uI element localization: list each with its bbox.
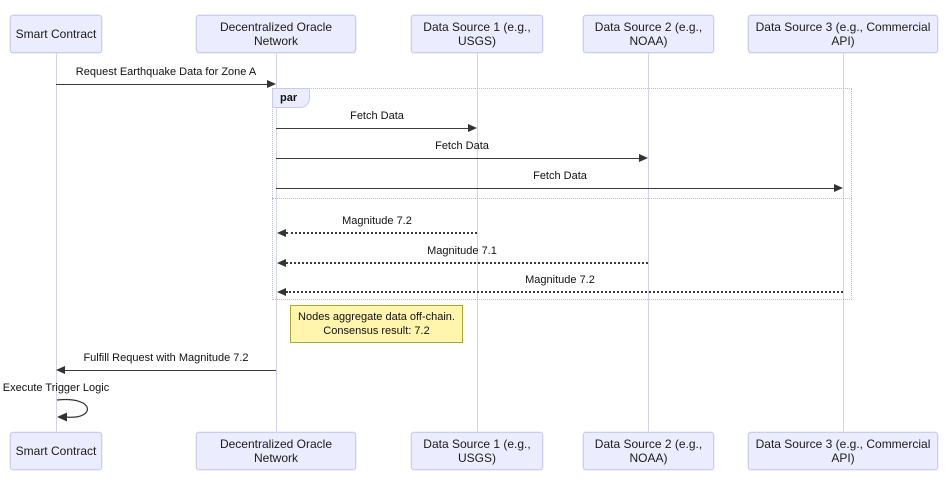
note-line-2: Consensus result: 7.2: [323, 325, 430, 337]
lifeline-data-source-2: [648, 53, 649, 433]
message-arrow-fetch-1: [276, 128, 469, 129]
par-label: par: [272, 88, 310, 108]
arrowhead-icon: [267, 80, 276, 88]
arrowhead-icon: [834, 184, 843, 192]
participant-bottom-data-source-2: Data Source 2 (e.g., NOAA): [583, 432, 714, 470]
par-frame: [272, 88, 852, 300]
message-arrow-fetch-2: [276, 158, 640, 159]
message-label-fetch-3: Fetch Data: [533, 170, 587, 182]
message-label-fulfill: Fulfill Request with Magnitude 7.2: [83, 352, 249, 364]
message-arrow-fulfill: [65, 370, 276, 371]
participant-bottom-smart-contract: Smart Contract: [10, 432, 102, 470]
arrowhead-icon: [639, 154, 648, 162]
message-arrow-magnitude-1: [286, 232, 477, 234]
participant-bottom-data-source-3: Data Source 3 (e.g., Commercial API): [748, 432, 938, 470]
participant-top-data-source-2: Data Source 2 (e.g., NOAA): [583, 15, 714, 53]
arrowhead-icon: [56, 366, 65, 374]
message-arrow-magnitude-2: [286, 262, 648, 264]
message-arrow-request: [56, 84, 269, 85]
note-line-1: Nodes aggregate data off-chain.: [298, 311, 455, 323]
message-arrow-magnitude-3: [286, 291, 843, 293]
participant-top-data-source-3: Data Source 3 (e.g., Commercial API): [748, 15, 938, 53]
note-consensus: Nodes aggregate data off-chain. Consensu…: [290, 305, 463, 343]
lifeline-smart-contract: [56, 53, 57, 433]
arrowhead-icon: [277, 259, 286, 267]
participant-bottom-oracle-network: Decentralized Oracle Network: [196, 432, 356, 470]
participant-top-oracle-network: Decentralized Oracle Network: [196, 15, 356, 53]
lifeline-data-source-1: [477, 53, 478, 433]
message-label-fetch-2: Fetch Data: [435, 140, 489, 152]
message-label-magnitude-1: Magnitude 7.2: [342, 215, 412, 227]
message-label-fetch-1: Fetch Data: [350, 110, 404, 122]
self-loop-arrow-icon: [56, 398, 88, 422]
lifeline-data-source-3: [843, 53, 844, 433]
message-label-magnitude-2: Magnitude 7.1: [427, 245, 497, 257]
par-section-divider: [272, 198, 852, 199]
participant-top-smart-contract: Smart Contract: [10, 15, 102, 53]
participant-top-data-source-1: Data Source 1 (e.g., USGS): [411, 15, 543, 53]
message-label-self-call: Execute Trigger Logic: [2, 382, 110, 394]
lifeline-oracle-network: [276, 53, 277, 433]
participant-bottom-data-source-1: Data Source 1 (e.g., USGS): [411, 432, 543, 470]
message-label-magnitude-3: Magnitude 7.2: [525, 274, 595, 286]
message-arrow-fetch-3: [276, 188, 835, 189]
arrowhead-icon: [468, 124, 477, 132]
message-label-request: Request Earthquake Data for Zone A: [75, 66, 257, 78]
arrowhead-icon: [277, 229, 286, 237]
arrowhead-icon: [277, 288, 286, 296]
